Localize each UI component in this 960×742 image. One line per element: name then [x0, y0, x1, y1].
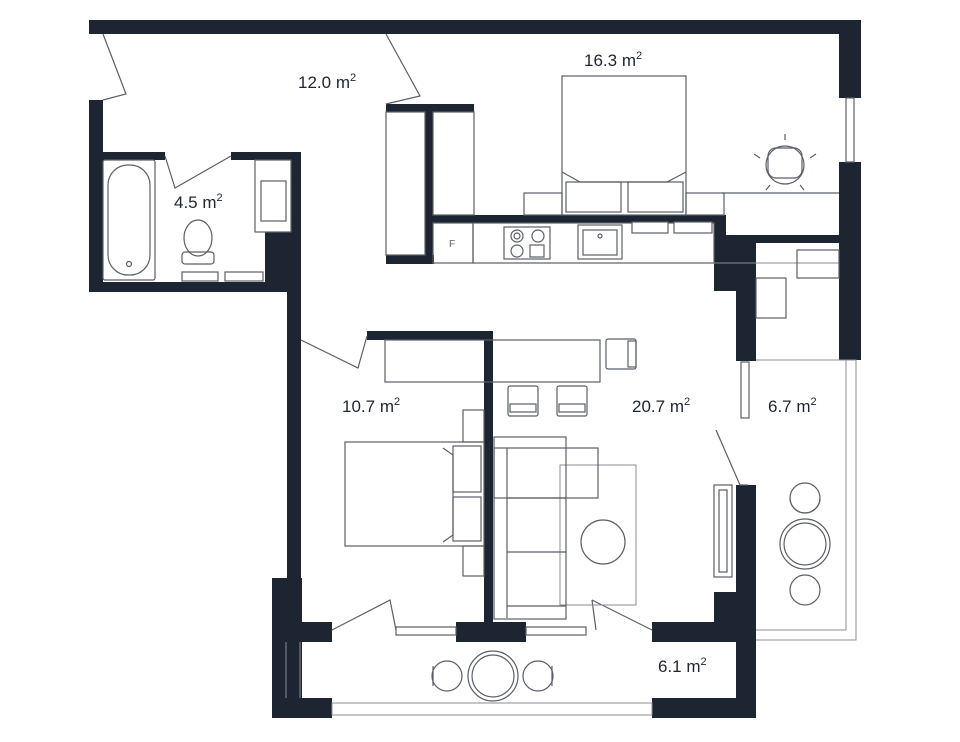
wardrobe	[385, 111, 475, 256]
hall-area-label: 12.0 m2	[298, 72, 356, 92]
balcony1-area-label: 6.7 m2	[768, 396, 817, 416]
room-labels: 12.0 m2 16.3 m2 4.5 m2 10.7 m2 20.7 m2 6…	[174, 50, 817, 676]
bathroom-area: 4.5	[174, 193, 198, 212]
balcony1-furniture	[779, 482, 831, 606]
bedroom1-furniture	[523, 75, 840, 319]
living-area: 20.7	[632, 397, 665, 416]
bedroom1-area: 16.3	[584, 51, 617, 70]
hall-area: 12.0	[298, 73, 331, 92]
balcony-outlines	[285, 359, 857, 716]
bedroom2-area-label: 10.7 m2	[342, 396, 400, 416]
bathroom-fixtures	[102, 159, 292, 282]
living-furniture	[384, 338, 733, 620]
bedroom2-area: 10.7	[342, 397, 375, 416]
bedroom2-furniture	[344, 409, 485, 577]
balcony2-area: 6.1	[658, 657, 682, 676]
balcony2-area-label: 6.1 m2	[658, 656, 707, 676]
walls	[89, 20, 861, 718]
balcony1-area: 6.7	[768, 397, 792, 416]
bathroom-area-label: 4.5 m2	[174, 192, 223, 212]
bedroom1-area-label: 16.3 m2	[584, 50, 642, 70]
fridge-label: F	[449, 239, 455, 250]
living-area-label: 20.7 m2	[632, 396, 690, 416]
kitchen: F	[432, 221, 839, 264]
balcony2-furniture	[431, 650, 554, 702]
